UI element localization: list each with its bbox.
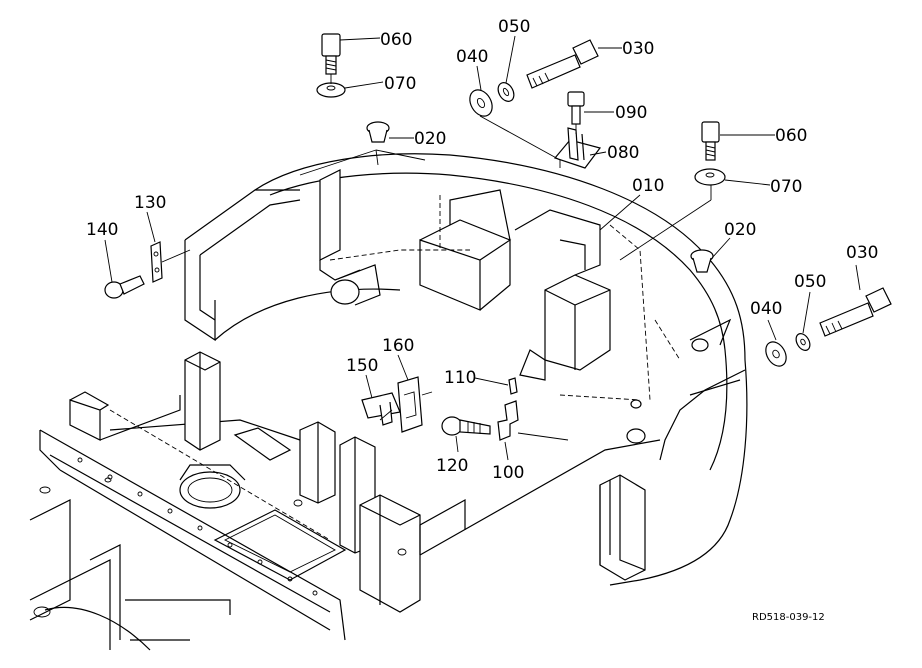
- clip-130: [150, 241, 163, 283]
- washer-040-right: [765, 341, 787, 367]
- washer-070-right: [694, 168, 726, 186]
- bolt-090: [567, 91, 585, 125]
- bracket-080: [553, 127, 602, 169]
- callout-030-left: 030: [622, 39, 654, 59]
- bolt-140: [104, 275, 145, 299]
- callout-060-right: 060: [775, 126, 807, 146]
- bolt-030-right: [819, 287, 892, 337]
- bolt-060-right: [701, 121, 720, 161]
- plug-020-top: [366, 121, 390, 143]
- callout-110: 110: [444, 368, 476, 388]
- callout-090: 090: [615, 103, 647, 123]
- counterweight-body: [184, 153, 748, 586]
- callout-050-left: 050: [498, 17, 530, 37]
- callout-100: 100: [492, 463, 524, 483]
- beam-hole-row: [77, 457, 318, 596]
- washer-040-left: [469, 89, 493, 117]
- callout-150: 150: [346, 356, 378, 376]
- callout-120: 120: [436, 456, 468, 476]
- washer-050-left: [497, 82, 515, 102]
- clip-110: [508, 377, 518, 395]
- washer-070-left: [316, 82, 346, 98]
- bolt-060-left: [321, 33, 341, 75]
- reference-code: RD518-039-12: [752, 612, 825, 623]
- callout-160: 160: [382, 336, 414, 356]
- callout-020-top: 020: [414, 129, 446, 149]
- callout-140: 140: [86, 220, 118, 240]
- machine-frame: [29, 351, 466, 651]
- callout-040-left: 040: [456, 47, 488, 67]
- callout-040-right: 040: [750, 299, 782, 319]
- callout-050-right: 050: [794, 272, 826, 292]
- washer-050-right: [795, 333, 811, 351]
- bolt-120: [441, 416, 491, 436]
- counterweight-skirt: [599, 474, 646, 581]
- callout-070-left: 070: [384, 74, 416, 94]
- callout-080: 080: [607, 143, 639, 163]
- callout-labels: 060 070 040 050 030 090 080 020 010 060 …: [86, 17, 878, 623]
- bolt-030-left: [526, 39, 599, 89]
- plug-020-right: [690, 249, 714, 273]
- plate-160: [397, 376, 423, 433]
- callout-060-left: 060: [380, 30, 412, 50]
- callout-130: 130: [134, 193, 166, 213]
- bracket-100: [497, 400, 519, 441]
- leader-lines: [104, 35, 861, 461]
- callout-010: 010: [632, 176, 664, 196]
- callout-020-right: 020: [724, 220, 756, 240]
- callout-070-right: 070: [770, 177, 802, 197]
- callout-030-right: 030: [846, 243, 878, 263]
- bracket-150: [361, 392, 401, 426]
